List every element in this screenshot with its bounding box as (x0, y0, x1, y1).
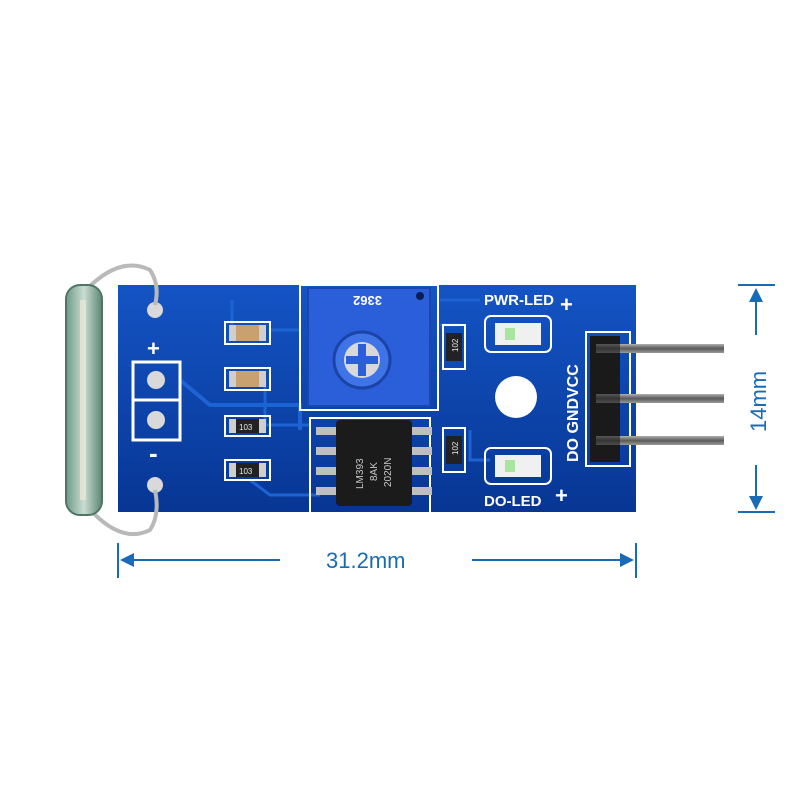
pin-labels: DO GNDVCC (565, 364, 582, 462)
pin-header (585, 331, 724, 467)
svg-text:102: 102 (451, 441, 460, 455)
height-dimension: 14mm (738, 284, 775, 513)
smd-capacitor-1 (224, 321, 271, 345)
smd-resistor-102-a: 102 (442, 324, 466, 370)
svg-text:2020N: 2020N (383, 458, 394, 487)
width-dimension: 31.2mm (117, 543, 637, 578)
svg-text:103: 103 (239, 423, 253, 432)
do-led (484, 447, 552, 485)
reed-switch-glass (65, 284, 103, 516)
svg-text:103: 103 (239, 467, 253, 476)
ic-lm393: LM393 8AK 2020N (309, 417, 432, 514)
svg-text:102: 102 (451, 338, 460, 352)
height-label: 14mm (746, 371, 771, 432)
smd-resistor-102-b: 102 (442, 427, 466, 473)
svg-text:8AK: 8AK (369, 462, 380, 481)
do-led-plus: + (555, 483, 568, 508)
pwr-led-label: PWR-LED (484, 292, 554, 309)
pwr-led (484, 315, 552, 353)
do-led-label: DO-LED (484, 493, 542, 510)
mounting-hole (495, 376, 537, 418)
pwr-led-plus: + (560, 292, 573, 317)
reed-switch-leads (84, 263, 159, 536)
smd-capacitor-2 (224, 367, 271, 391)
smd-resistor-103-b: 103 (224, 459, 271, 481)
smd-resistor-103-a: 103 (224, 415, 271, 437)
plus-label: + (147, 336, 160, 361)
potentiometer: 3362 (299, 284, 439, 411)
reed-terminal-pads: + - (131, 336, 182, 468)
pot-marking: 3362 (353, 293, 382, 308)
width-label: 31.2mm (326, 548, 405, 573)
svg-text:LM393: LM393 (355, 458, 366, 489)
minus-label: - (149, 438, 158, 468)
